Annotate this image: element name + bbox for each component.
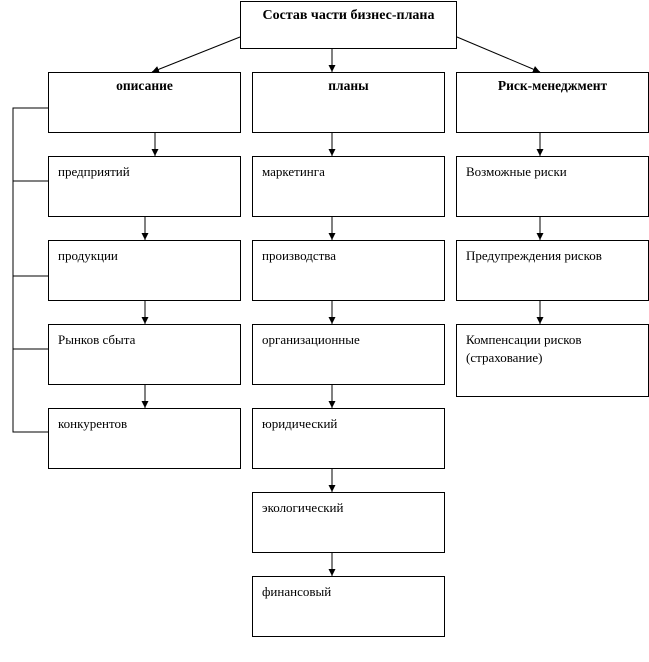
arrow-root-to-opisanie xyxy=(151,36,241,73)
left-bracket xyxy=(12,107,48,433)
item-label: Возможные риски xyxy=(466,164,567,179)
header-label: планы xyxy=(328,78,369,93)
item-label: экологический xyxy=(262,500,344,515)
item-vozmozhnye-riski: Возможные риски xyxy=(456,156,649,217)
item-produktsii: продукции xyxy=(48,240,241,301)
item-label: конкурентов xyxy=(58,416,128,431)
item-predpriyatiy: предприятий xyxy=(48,156,241,217)
item-yuridicheskiy: юридический xyxy=(252,408,445,469)
item-label: маркетинга xyxy=(262,164,325,179)
header-risk-management: Риск-менеджмент xyxy=(456,72,649,133)
item-label: предприятий xyxy=(58,164,130,179)
item-label: организационные xyxy=(262,332,360,347)
item-ekologicheskiy: экологический xyxy=(252,492,445,553)
header-plany: планы xyxy=(252,72,445,133)
root-label: Состав части бизнес-плана xyxy=(262,8,435,23)
item-label: Компенсации рисков (страхование) xyxy=(466,332,582,365)
header-label: описание xyxy=(116,78,173,93)
header-label: Риск-менеджмент xyxy=(497,78,608,93)
item-finansovyy: финансовый xyxy=(252,576,445,637)
item-kompensatsii-riskov: Компенсации рисков (страхование) xyxy=(456,324,649,397)
item-preduprezhdeniya-riskov: Предупреждения рисков xyxy=(456,240,649,301)
item-label: Предупреждения рисков xyxy=(466,248,602,263)
arrow-root-to-risk xyxy=(456,36,541,73)
item-label: финансовый xyxy=(262,584,332,599)
item-label: продукции xyxy=(58,248,118,263)
item-label: Рынков сбыта xyxy=(58,332,136,347)
item-label: производства xyxy=(262,248,337,263)
item-rynkov-sbyta: Рынков сбыта xyxy=(48,324,241,385)
item-proizvodstva: производства xyxy=(252,240,445,301)
header-opisanie: описание xyxy=(48,72,241,133)
item-organizatsionnye: организационные xyxy=(252,324,445,385)
item-label: юридический xyxy=(262,416,338,431)
item-marketinga: маркетинга xyxy=(252,156,445,217)
root-box: Состав части бизнес-плана xyxy=(240,1,457,49)
item-konkurentov: конкурентов xyxy=(48,408,241,469)
